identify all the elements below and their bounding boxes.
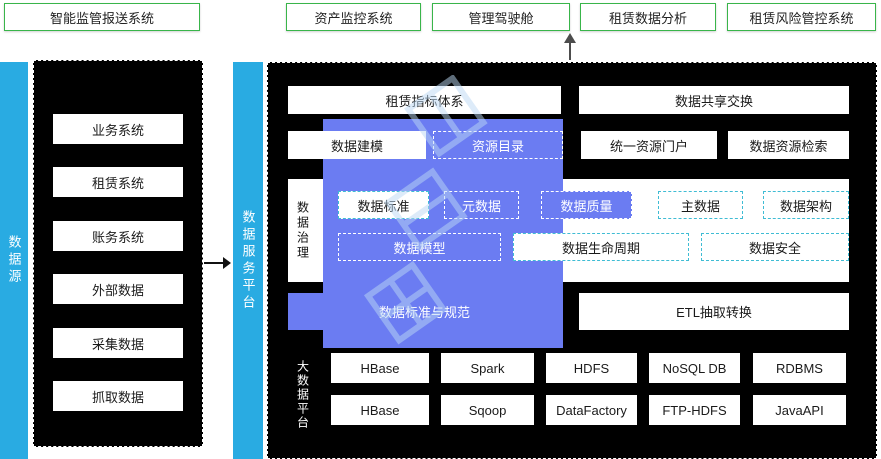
platform-box-data-sharing: 数据共享交换	[579, 86, 849, 114]
data-source-item: 业务系统	[53, 114, 183, 144]
bigdata-label: 大数据平台	[295, 360, 310, 430]
tech-box-hbase2: HBase	[331, 395, 429, 425]
tech-box-spark: Spark	[441, 353, 534, 383]
governance-box-metadata: 元数据	[444, 191, 519, 219]
flow-arrow-right-icon	[204, 257, 231, 269]
data-source-item: 外部数据	[53, 274, 183, 304]
governance-box-data-security: 数据安全	[701, 233, 849, 261]
tech-box-nosql: NoSQL DB	[649, 353, 740, 383]
governance-label: 数据治理	[295, 201, 310, 261]
governance-box-data-lifecycle: 数据生命周期	[513, 233, 689, 261]
data-source-item: 账务系统	[53, 221, 183, 251]
platform-box-data-modeling: 数据建模	[288, 131, 426, 159]
tech-box-hdfs: HDFS	[546, 353, 637, 383]
governance-box-data-quality: 数据质量	[541, 191, 632, 219]
governance-box-data-architecture: 数据架构	[763, 191, 849, 219]
top-system-lease-analysis: 租赁数据分析	[580, 3, 716, 31]
platform-box-resource-catalog: 资源目录	[433, 131, 563, 159]
platform-box-etl: ETL抽取转换	[579, 293, 849, 330]
data-source-item: 采集数据	[53, 328, 183, 358]
data-source-item: 租赁系统	[53, 167, 183, 197]
platform-box-data-standards-specs: 数据标准与规范	[288, 293, 561, 330]
top-system-smart-regulatory: 智能监管报送系统	[4, 3, 200, 31]
platform-box-lease-indicators: 租赁指标体系	[288, 86, 561, 114]
data-source-panel: 业务系统 租赁系统 账务系统 外部数据 采集数据 抓取数据	[33, 60, 203, 447]
top-system-asset-monitor: 资产监控系统	[286, 3, 421, 31]
data-source-label: 数据源	[6, 235, 22, 286]
tech-box-datafactory: DataFactory	[546, 395, 637, 425]
platform-label: 数据服务平台	[240, 209, 256, 312]
tech-box-ftp-hdfs: FTP-HDFS	[649, 395, 740, 425]
platform-box-unified-portal: 统一资源门户	[581, 131, 717, 159]
data-source-item: 抓取数据	[53, 381, 183, 411]
tech-box-sqoop: Sqoop	[441, 395, 534, 425]
tech-box-rdbms: RDBMS	[753, 353, 846, 383]
platform-panel: 租赁指标体系 数据共享交换 数据建模 资源目录 统一资源门户 数据资源检索 数据…	[267, 62, 877, 459]
top-system-cockpit: 管理驾驶舱	[432, 3, 570, 31]
data-source-bar: 数据源	[0, 62, 28, 459]
tech-box-javaapi: JavaAPI	[753, 395, 846, 425]
governance-box-data-standard: 数据标准	[338, 191, 429, 219]
tech-box-hbase: HBase	[331, 353, 429, 383]
governance-box-data-model: 数据模型	[338, 233, 501, 261]
governance-box-master-data: 主数据	[658, 191, 743, 219]
flow-arrow-up-icon	[564, 33, 576, 60]
platform-bar: 数据服务平台	[233, 62, 263, 459]
top-system-risk-control: 租赁风险管控系统	[727, 3, 876, 31]
platform-box-resource-search: 数据资源检索	[728, 131, 849, 159]
